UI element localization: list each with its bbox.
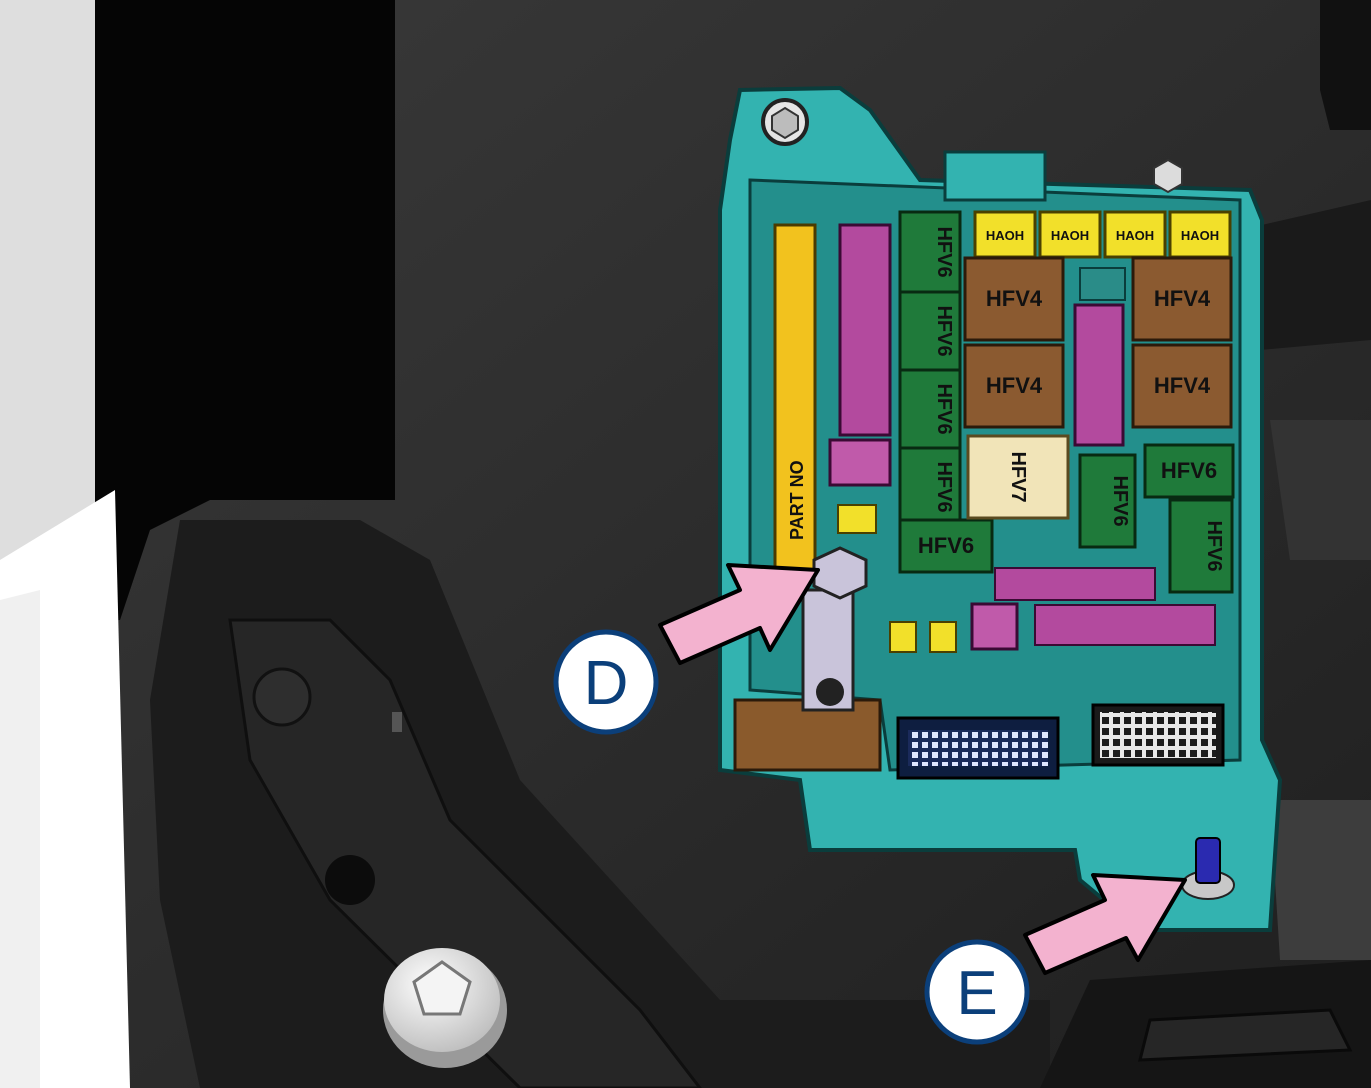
svg-text:HFV4: HFV4 <box>986 286 1043 311</box>
part-no-label: PART NO <box>787 460 807 540</box>
left-panel <box>0 0 95 640</box>
svg-text:HAOH: HAOH <box>1181 228 1219 243</box>
relay-hfv7: HFV7 <box>966 434 1070 520</box>
connector-right <box>1091 703 1225 767</box>
relay-hfv6 <box>1168 498 1234 594</box>
relay-hfv6 <box>898 290 962 372</box>
svg-text:HAOH: HAOH <box>986 228 1024 243</box>
callout-d-label: D <box>584 649 629 718</box>
relay-column-right: HFV6 HFV6 HFV6 <box>1078 443 1235 594</box>
callout-e: E <box>924 939 1030 1045</box>
svg-text:HFV6: HFV6 <box>933 461 955 512</box>
relay-column-left: HFV6 HFV6 HFV6 HFV6 HFV6 <box>898 210 994 574</box>
bolt-icon <box>383 948 507 1068</box>
relay-hfv6 <box>1078 453 1137 549</box>
svg-text:HFV7: HFV7 <box>1007 451 1029 502</box>
relay-hfv4 <box>963 256 1065 342</box>
relay-hfv4 <box>1131 343 1233 429</box>
relay-hfv6 <box>898 446 962 528</box>
part-no-strip: PART NO <box>773 223 817 572</box>
relay-hfv6 <box>898 518 994 574</box>
relay-hfv4 <box>1131 256 1233 342</box>
svg-text:HFV4: HFV4 <box>986 373 1043 398</box>
svg-text:HAOH: HAOH <box>1116 228 1154 243</box>
terminal-post <box>801 546 868 712</box>
ground-bolt <box>1181 837 1235 900</box>
relay-hfv6 <box>1143 443 1235 499</box>
relay-block-hfv4: HFV4 HFV4 HFV4 HFV4 <box>963 256 1233 429</box>
svg-text:HFV6: HFV6 <box>933 226 955 277</box>
relay-hfv4 <box>963 343 1065 429</box>
relay-hfv6 <box>898 210 962 294</box>
callout-e-label: E <box>956 959 997 1028</box>
callout-d: D <box>553 629 659 735</box>
svg-text:HFV6: HFV6 <box>933 383 955 434</box>
arrow-d <box>658 563 820 665</box>
svg-text:HFV4: HFV4 <box>1154 286 1211 311</box>
svg-text:HFV6: HFV6 <box>1203 520 1225 571</box>
grommet <box>252 667 312 727</box>
svg-text:HFV6: HFV6 <box>1161 458 1217 483</box>
svg-text:HFV4: HFV4 <box>1154 373 1211 398</box>
fuse-column-left <box>828 223 892 534</box>
mount-hole <box>325 855 375 905</box>
dark-cavity <box>95 0 395 620</box>
fuse-column-center <box>1073 267 1126 447</box>
svg-text:HFV6: HFV6 <box>918 533 974 558</box>
fuse-grid-bottom <box>889 567 1216 653</box>
svg-text:HFV6: HFV6 <box>933 305 955 356</box>
svg-text:HFV6: HFV6 <box>1109 475 1131 526</box>
top-fuse-row: HAOH HAOH HAOH HAOH <box>973 210 1232 259</box>
arrow-e <box>1023 873 1187 975</box>
connector-left <box>896 716 1060 780</box>
svg-text:HAOH: HAOH <box>1051 228 1089 243</box>
